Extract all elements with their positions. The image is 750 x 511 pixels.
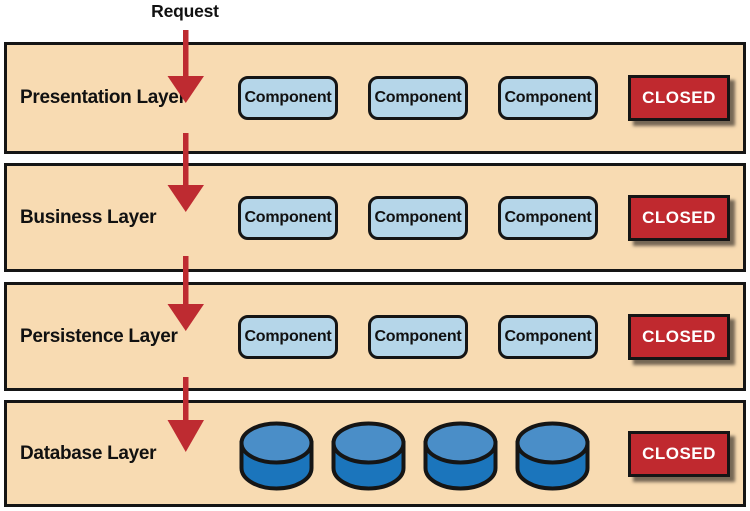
closed-badge: CLOSED <box>628 194 730 241</box>
database-cylinder-icon <box>423 421 498 491</box>
component-box: Component <box>498 195 598 240</box>
database-cylinder-icon <box>331 421 406 491</box>
database-row <box>238 420 591 492</box>
component-row: Component Component Component <box>238 195 598 240</box>
layer-presentation: Presentation Layer Component Component C… <box>4 42 746 154</box>
database-cylinder-icon <box>239 421 314 491</box>
component-box: Component <box>238 76 338 120</box>
layer-label: Database Layer <box>20 442 157 464</box>
component-box: Component <box>238 195 338 240</box>
layer-label: Persistence Layer <box>20 325 178 347</box>
component-box: Component <box>498 314 598 359</box>
closed-badge: CLOSED <box>628 430 730 477</box>
layer-business: Business Layer Component Component Compo… <box>4 163 746 272</box>
component-row: Component Component Component <box>238 76 598 120</box>
component-box: Component <box>368 76 468 120</box>
layer-persistence: Persistence Layer Component Component Co… <box>4 282 746 391</box>
component-box: Component <box>238 314 338 359</box>
component-row: Component Component Component <box>238 314 598 359</box>
layer-label: Business Layer <box>20 206 157 228</box>
layer-database: Database Layer CLOSED <box>4 400 746 507</box>
closed-badge: CLOSED <box>628 75 730 121</box>
database-cylinder-icon <box>515 421 590 491</box>
component-box: Component <box>368 314 468 359</box>
component-box: Component <box>498 76 598 120</box>
layer-label: Presentation Layer <box>20 87 186 108</box>
closed-badge: CLOSED <box>628 313 730 360</box>
component-box: Component <box>368 195 468 240</box>
request-label: Request <box>151 1 219 21</box>
